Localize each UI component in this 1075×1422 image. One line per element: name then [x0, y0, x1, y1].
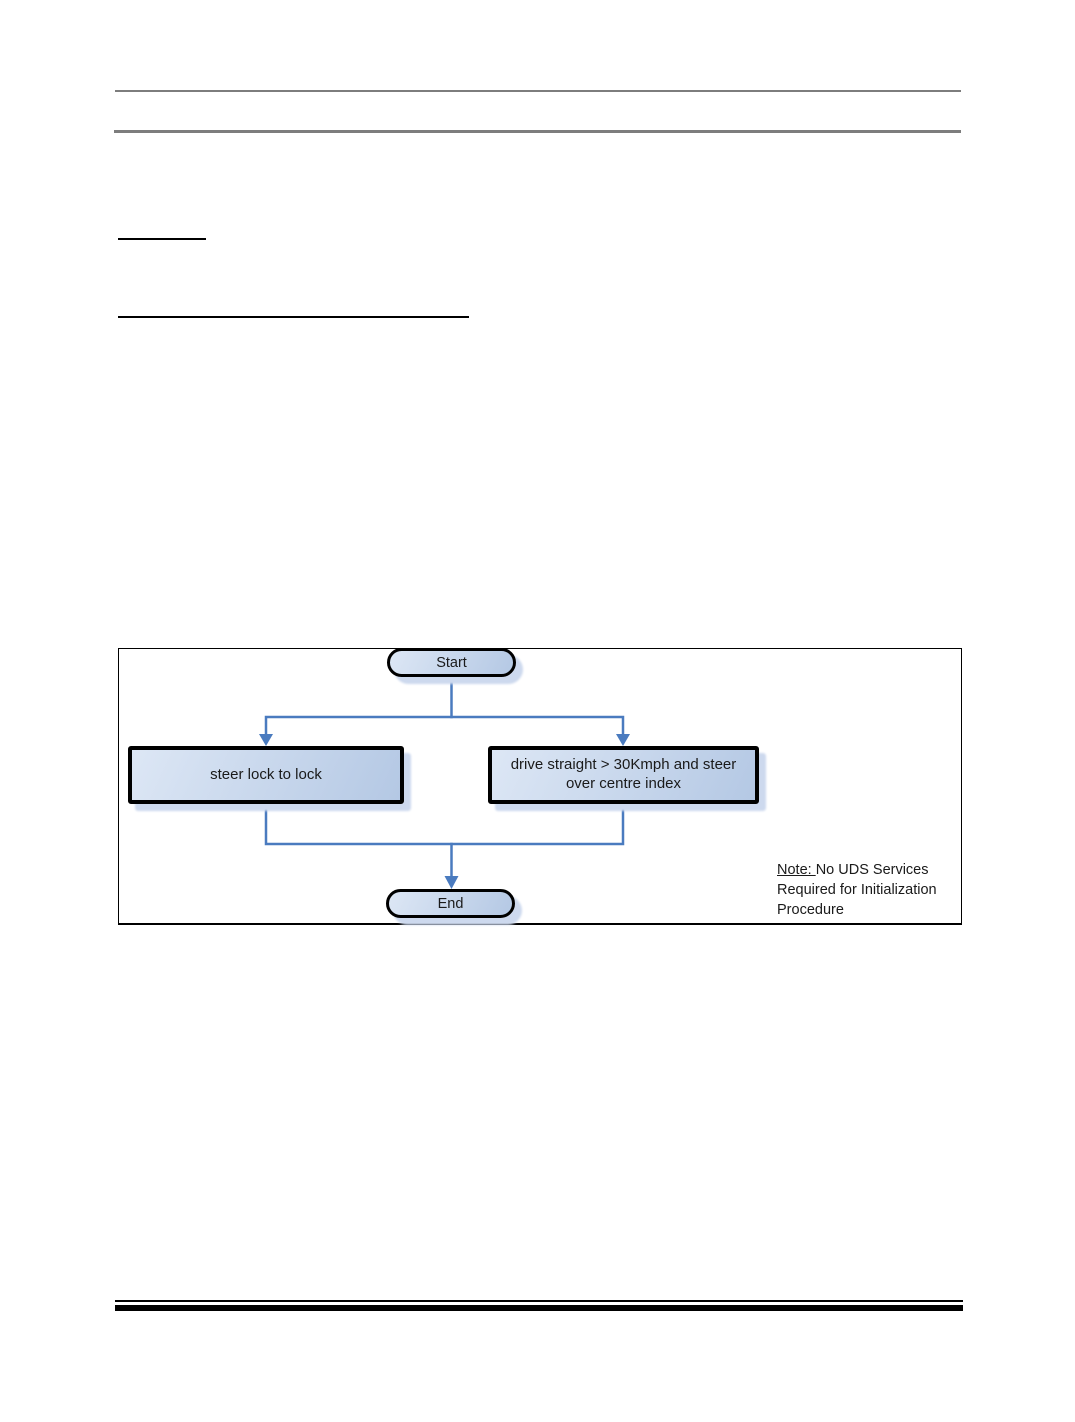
flowchart-note: Note: No UDS Services Required for Initi… [777, 860, 962, 920]
left-box-label: steer lock to lock [210, 765, 322, 783]
heading-underline-short [118, 238, 206, 240]
flowchart-start-node: Start [387, 648, 516, 677]
flowchart-frame: Start steer lock to lock drive straight … [118, 648, 962, 925]
right-box-label: drive straight > 30Kmph and steer over c… [510, 756, 737, 792]
note-label: Note: [777, 862, 816, 878]
arrowhead-left-box [259, 734, 273, 746]
arrowhead-right-box [616, 734, 630, 746]
footer-border-thick [115, 1305, 963, 1311]
footer-border-thin [115, 1300, 963, 1302]
note-text: No UDS Services Required for Initializat… [777, 862, 937, 918]
flowchart-step-steer-lock-to-lock: steer lock to lock [128, 746, 404, 804]
heading-underline-long [118, 316, 469, 318]
end-node-label: End [437, 895, 464, 912]
header-rule-bottom [114, 130, 961, 133]
flowchart-connectors [259, 675, 630, 889]
flowchart-end-node: End [386, 889, 515, 918]
flowchart-step-drive-straight: drive straight > 30Kmph and steer over c… [488, 746, 759, 804]
arrowhead-end [444, 876, 459, 889]
start-node-label: Start [436, 654, 467, 671]
header-rule-top [115, 90, 961, 92]
connector-branch-top [264, 715, 625, 737]
connector-merge-bottom [264, 802, 625, 846]
